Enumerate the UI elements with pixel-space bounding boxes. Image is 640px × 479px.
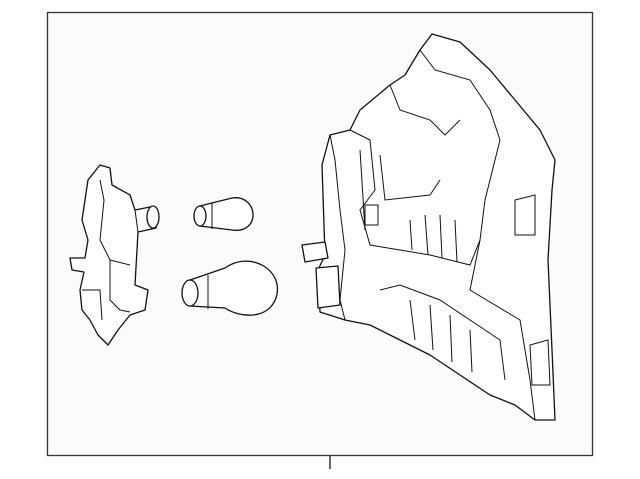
small-bulb (193, 197, 254, 231)
tail-lamp-housing (301, 33, 556, 421)
bulb-socket (69, 164, 160, 346)
large-bulb (181, 260, 279, 316)
